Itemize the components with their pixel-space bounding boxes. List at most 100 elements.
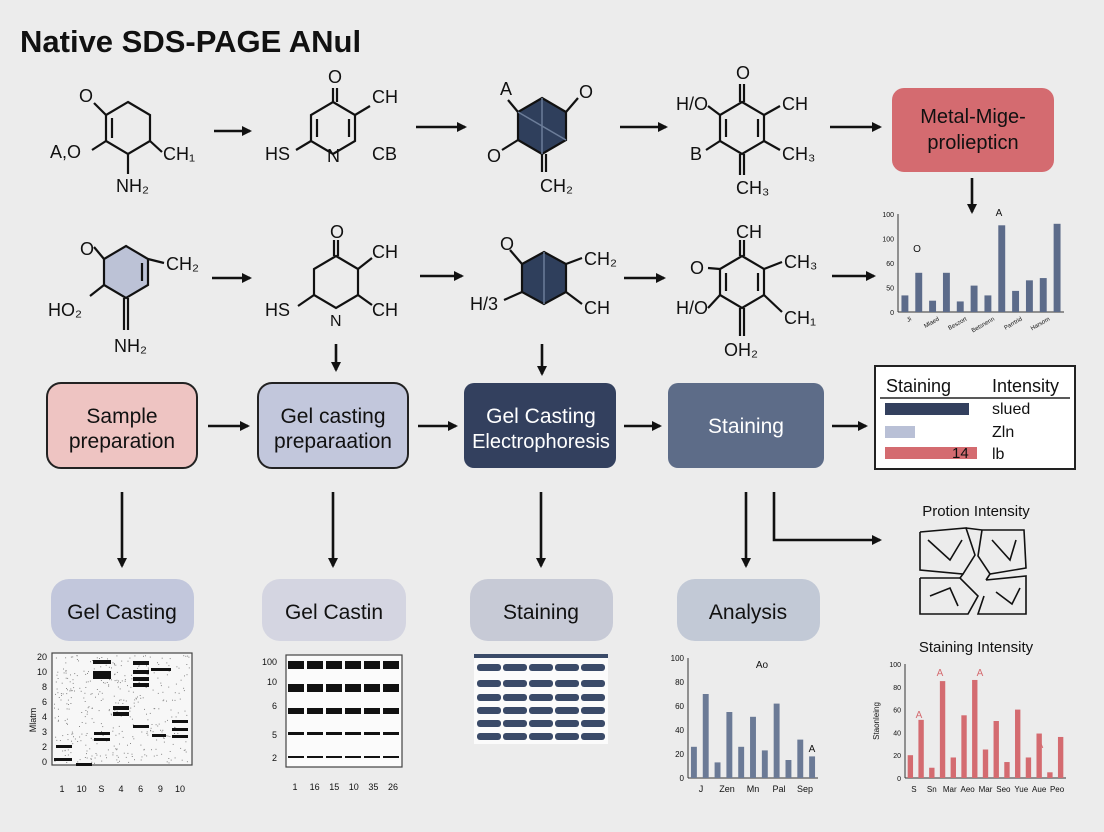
gel-casting-preparation-label: Gel casting — [280, 405, 385, 428]
analysis-label: Analysis — [709, 601, 787, 624]
legend-row-label: slued — [992, 401, 1030, 418]
x-tick-label: Mar — [979, 785, 993, 794]
bar — [1053, 223, 1061, 312]
molecule-1-3-label: CH₂ — [540, 176, 573, 196]
y-tick-label: 0 — [680, 774, 685, 783]
bar — [797, 739, 804, 778]
gel-image-1 — [51, 652, 193, 766]
molecule-2-1 — [89, 244, 165, 330]
molecule-2-3-label: H/3 — [470, 294, 498, 314]
y-tick-label: 3 — [42, 727, 47, 737]
x-tick-label: Aeo — [960, 785, 975, 794]
molecule-2-1-label: HO₂ — [48, 300, 82, 320]
x-tick-label: 6 — [138, 784, 143, 794]
chart-annotation: A — [937, 668, 944, 679]
chart-annotation: Ao — [756, 660, 769, 671]
y-tick-label: 2 — [42, 742, 47, 752]
bar — [929, 767, 935, 778]
electrophoresis-label: Gel Casting — [486, 405, 596, 428]
molecule-2-4-label: OH₂ — [724, 340, 758, 360]
y-tick-label: 50 — [886, 286, 894, 293]
y-tick-label: 0 — [890, 310, 894, 317]
bar — [1012, 290, 1020, 312]
x-tick-label: Seo — [996, 785, 1011, 794]
molecule-2-4-label: CH — [736, 222, 762, 242]
molecule-2-3-label: O — [500, 234, 514, 254]
x-tick-label: Pal — [772, 784, 785, 794]
molecule-1-3-label: O — [487, 146, 501, 166]
gel-castin-label: Gel Castin — [285, 601, 383, 624]
legend-header-intensity: Intensity — [992, 376, 1059, 396]
x-tick-label: Zen — [719, 784, 735, 794]
molecule-1-1-label: NH₂ — [116, 176, 149, 196]
bar — [750, 716, 756, 778]
x-tick-label: Yue — [1014, 785, 1028, 794]
sample-preparation-label: preparation — [69, 430, 175, 453]
molecule-2-2-label: HS — [265, 300, 290, 320]
staining-box — [668, 383, 824, 468]
metal-migration-label: Metal-Mige- — [920, 106, 1026, 128]
gel-image-2 — [285, 654, 403, 768]
bar — [773, 703, 780, 778]
x-tick-label: 1 — [292, 782, 297, 792]
molecule-2-1-label: CH₂ — [166, 254, 199, 274]
gel-castin-box — [262, 579, 406, 641]
y-tick-label: 100 — [889, 662, 901, 669]
sample-preparation-label: Sample — [86, 405, 157, 428]
bar — [1004, 762, 1010, 778]
molecule-1-4-label: H/O — [676, 94, 708, 114]
y-tick-label: 100 — [262, 657, 277, 667]
x-tick-label: 35 — [368, 782, 378, 792]
y-tick-label: 60 — [893, 708, 901, 715]
chart-annotation: A — [916, 710, 923, 721]
molecule-1-4-label: O — [736, 63, 750, 83]
metal-migration-box — [892, 88, 1054, 172]
bar — [714, 762, 721, 778]
molecule-2-2-label: N — [330, 313, 342, 330]
page-title: Native SDS-PAGE ANul — [20, 24, 361, 59]
bar — [702, 694, 709, 778]
y-tick-label: 100 — [882, 212, 894, 219]
molecule-2-4-label: O — [690, 258, 704, 278]
metal-migration-label: proliepticn — [927, 132, 1018, 154]
bar — [809, 756, 816, 778]
staining-intensity-title: Staining Intensity — [919, 639, 1034, 656]
molecule-2-2 — [297, 240, 373, 310]
bar — [1057, 736, 1064, 778]
molecule-1-3-label: A — [500, 79, 512, 99]
molecule-1-4-label: CH₃ — [736, 178, 769, 198]
y-tick-label: 40 — [893, 730, 901, 737]
analysis-box — [677, 579, 820, 641]
x-tick-label: Mar — [943, 785, 957, 794]
y-tick-label: 8 — [42, 682, 47, 692]
x-tick-label: Betsnenn — [971, 317, 996, 335]
electrophoresis-label: Electrophoresis — [472, 431, 610, 453]
y-tick-label: 2 — [272, 753, 277, 763]
bar — [956, 301, 964, 312]
bar — [918, 719, 924, 778]
molecule-1-2-label: N — [327, 146, 340, 166]
bar — [1015, 709, 1021, 778]
legend-swatch — [885, 447, 977, 459]
molecule-1-2-label: HS — [265, 144, 290, 164]
bar — [690, 746, 697, 778]
x-tick-label: Mn — [747, 784, 760, 794]
bar — [738, 746, 745, 778]
x-tick-label: Harsom — [1030, 317, 1051, 333]
lower-staining-box — [470, 579, 613, 641]
molecule-1-1 — [91, 100, 163, 174]
x-tick-label: S — [98, 784, 104, 794]
molecule-2-1-label: O — [80, 239, 94, 259]
y-tick-label: 20 — [675, 750, 684, 759]
x-tick-label: 1 — [59, 784, 64, 794]
y-tick-label: 4 — [42, 712, 47, 722]
x-tick-label: Parrtrid — [1003, 317, 1023, 332]
y-tick-label: 80 — [893, 685, 901, 692]
gel-casting-label: Gel Casting — [67, 601, 177, 624]
gel-casting-preparation-label: preparaation — [274, 430, 392, 453]
y-tick-label: 100 — [671, 654, 685, 663]
molecule-1-1-label: O — [79, 86, 93, 106]
